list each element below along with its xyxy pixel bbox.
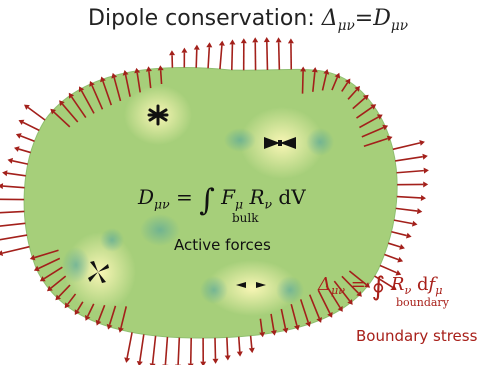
boundary-lhs: Δ (318, 274, 331, 295)
boundary-traction-arrowhead (225, 355, 231, 360)
boundary-traction-arrow-icon (153, 336, 156, 364)
boundary-traction-arrowhead (417, 208, 422, 214)
boundary-traction-arrow-icon (394, 220, 413, 224)
boundary-traction-arrowhead (181, 48, 187, 53)
boundary-traction-arrowhead (137, 361, 143, 365)
boundary-f-sub: μ (435, 284, 442, 297)
boundary-eq-sign: = (351, 274, 366, 295)
boundary-traction-arrowhead (406, 233, 412, 239)
boundary-traction-arrow-icon (0, 223, 25, 226)
boundary-traction-arrow-icon (303, 71, 304, 93)
boundary-d: d (417, 274, 429, 295)
bulk-limit: bulk (232, 211, 259, 225)
boundary-traction-arrowhead (241, 38, 247, 43)
boundary-traction-arrowhead (419, 140, 425, 146)
boundary-traction-arrow-icon (397, 197, 421, 198)
boundary-traction-arrowhead (14, 146, 20, 152)
boundary-traction-arrow-icon (396, 208, 418, 211)
boundary-traction-arrow-icon (395, 157, 423, 161)
boundary-traction-arrow-icon (397, 171, 424, 173)
boundary-r-sub: ν (404, 284, 411, 297)
title-lhs-sub: μν (338, 18, 355, 34)
boundary-traction-arrowhead (421, 195, 426, 201)
boundary-traction-arrowhead (423, 182, 428, 188)
boundary-traction-arrow-icon (3, 186, 25, 188)
boundary-traction-arrow-icon (220, 46, 222, 70)
bulk-equation: Dμν = ∫ Fμ Rν dV bulk (138, 183, 306, 218)
boundary-traction-arrow-icon (21, 136, 35, 141)
boundary-traction-arrow-icon (251, 336, 252, 348)
boundary-traction-arrowhead (2, 170, 7, 176)
bulk-integral-sign: ∫ (199, 183, 215, 218)
boundary-traction-arrow-icon (19, 149, 31, 153)
bulk-f: F (221, 185, 235, 209)
boundary-traction-arrowhead (194, 45, 200, 50)
boundary-traction-arrow-icon (0, 211, 24, 212)
boundary-traction-arrow-icon (208, 47, 209, 68)
boundary-r: R (391, 274, 405, 295)
boundary-traction-arrow-icon (196, 50, 197, 68)
boundary-traction-arrowhead (300, 67, 306, 72)
boundary-traction-arrow-icon (0, 235, 27, 240)
boundary-traction-arrowhead (424, 168, 429, 174)
page-title: Dipole conservation: Δμν=Dμν (0, 6, 496, 34)
boundary-traction-arrow-icon (178, 338, 179, 365)
boundary-stress-label: Boundary stress (356, 327, 477, 345)
boundary-traction-arrowhead (206, 42, 212, 47)
boundary-integral-sign: ∮ (372, 272, 386, 302)
boundary-traction-arrow-icon (7, 173, 26, 176)
active-forces-label: Active forces (174, 236, 271, 254)
boundary-traction-arrow-icon (232, 44, 233, 70)
boundary-lhs-sub: μν (331, 284, 345, 297)
boundary-traction-arrow-icon (127, 332, 132, 358)
boundary-traction-arrowhead (288, 38, 294, 43)
boundary-traction-arrowhead (276, 37, 282, 42)
title-rhs: D (373, 6, 391, 31)
boundary-traction-arrow-icon (384, 254, 398, 259)
boundary-traction-arrowhead (169, 50, 175, 55)
boundary-traction-arrow-icon (28, 108, 45, 120)
title-rhs-sub: μν (391, 18, 408, 34)
bulk-lhs-sub: μν (154, 196, 170, 211)
boundary-traction-arrowhead (249, 348, 255, 353)
bulk-eq-sign: = (176, 185, 193, 209)
bulk-r: R (249, 185, 264, 209)
boundary-traction-arrowhead (237, 351, 243, 356)
boundary-traction-arrowhead (252, 37, 258, 42)
boundary-traction-arrowhead (124, 357, 130, 363)
boundary-limit: boundary (396, 296, 449, 309)
boundary-traction-arrowhead (0, 183, 3, 189)
boundary-traction-arrow-icon (12, 161, 27, 164)
bulk-f-sub: μ (235, 196, 243, 211)
boundary-traction-arrow-icon (140, 334, 144, 361)
boundary-traction-arrow-icon (2, 247, 29, 253)
boundary-traction-arrowhead (229, 39, 235, 44)
boundary-traction-arrow-icon (23, 122, 39, 130)
boundary-traction-arrow-icon (388, 243, 400, 247)
boundary-traction-arrowhead (8, 158, 14, 164)
boundary-traction-arrow-icon (165, 337, 167, 365)
boundary-traction-arrowhead (264, 37, 270, 42)
bulk-r-sub: ν (265, 196, 273, 211)
boundary-traction-arrow-icon (279, 42, 280, 69)
boundary-equation: Δμν = ∮ Rν dfμ boundary (318, 272, 442, 302)
boundary-traction-arrow-icon (227, 337, 228, 355)
boundary-traction-arrow-icon (267, 42, 268, 70)
boundary-traction-arrow-icon (393, 143, 420, 149)
boundary-traction-arrow-icon (239, 337, 240, 352)
title-text: Dipole conservation: (88, 6, 322, 31)
bulk-lhs: D (138, 185, 154, 209)
boundary-traction-arrowhead (213, 359, 219, 364)
bulk-dv: dV (278, 185, 305, 209)
boundary-traction-arrow-icon (161, 70, 162, 84)
boundary-traction-arrowhead (219, 41, 225, 46)
boundary-traction-arrowhead (412, 221, 418, 227)
title-eq: = (355, 6, 373, 31)
title-lhs: Δ (322, 6, 338, 31)
boundary-traction-arrowhead (200, 362, 206, 365)
boundary-traction-arrow-icon (391, 232, 406, 236)
boundary-traction-arrowhead (422, 154, 427, 160)
